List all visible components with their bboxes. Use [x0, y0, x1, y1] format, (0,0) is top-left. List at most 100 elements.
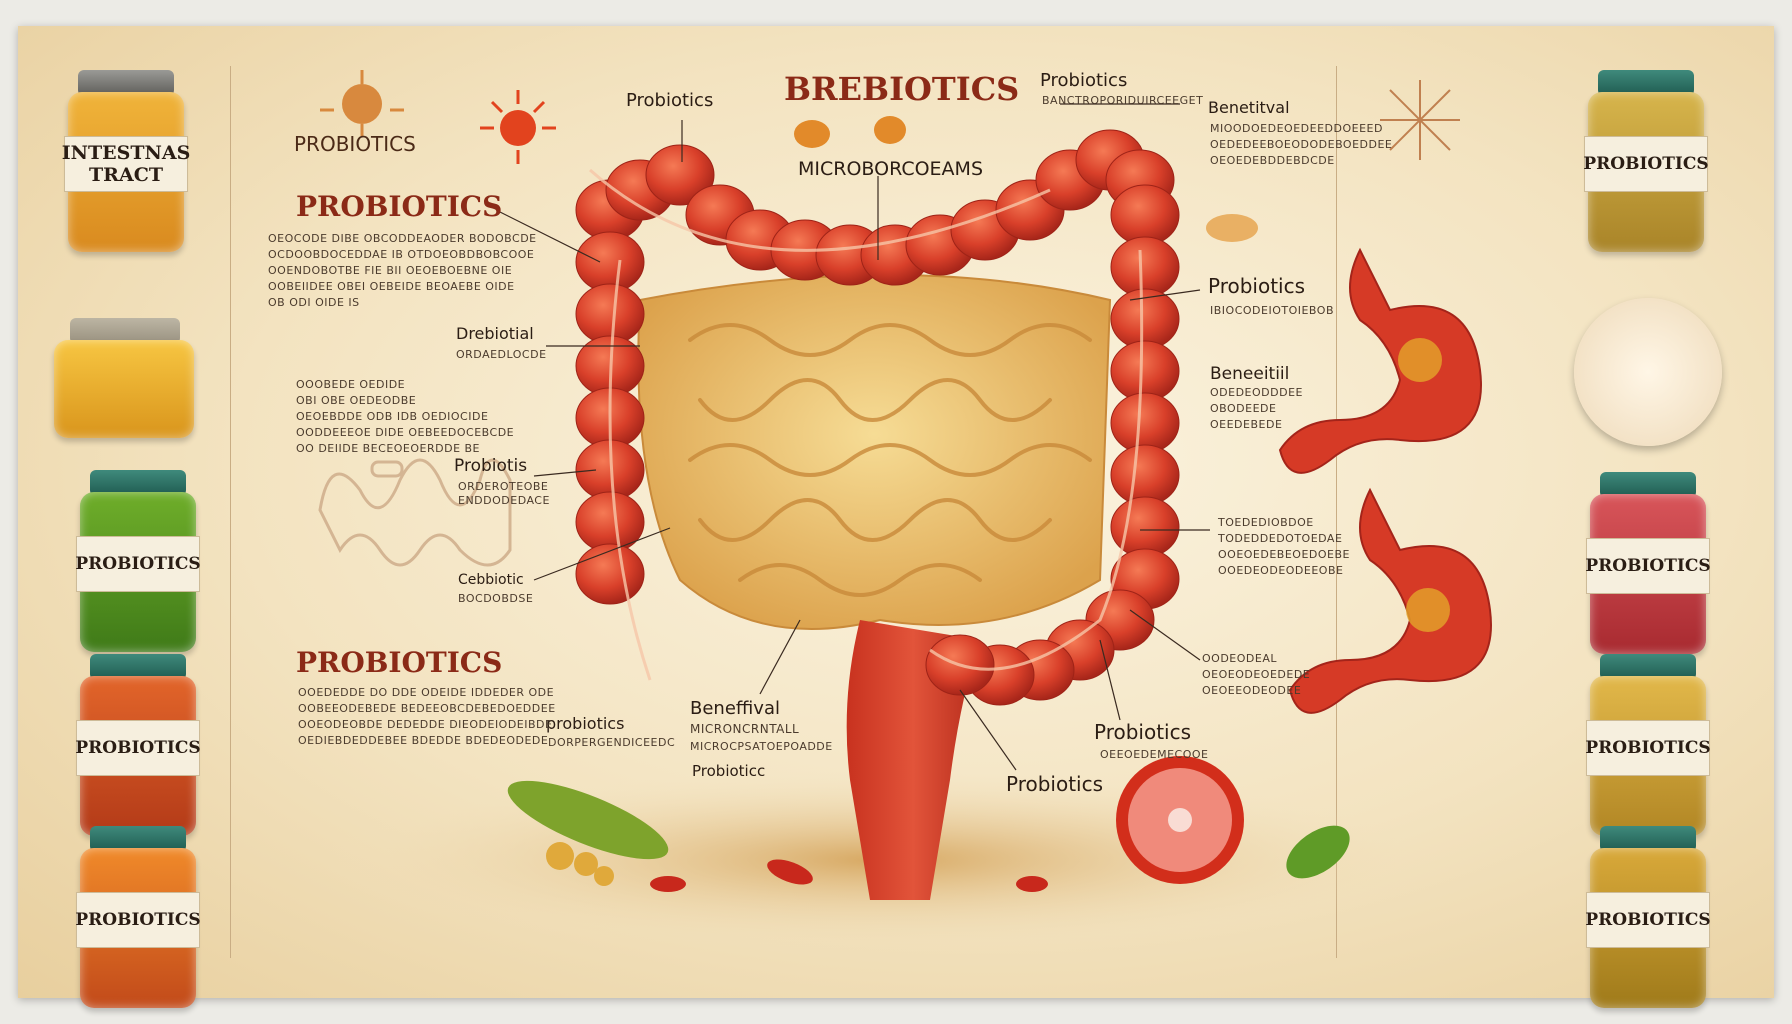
- jar-probiotics-gold: PROBIOTICS: [1585, 826, 1711, 1012]
- bacteria-icon-top-left: [320, 70, 404, 136]
- caption-line: OOBEIIDEE OBEI OEBEIDE BEOAEBE OIDE: [268, 280, 515, 293]
- colon-segment: [1110, 444, 1180, 506]
- jar-label: PROBIOTICS: [1585, 538, 1711, 594]
- jar-label: PROBIOTICS: [75, 720, 201, 776]
- label-sub-top-right: BANCTROPORIDUIRCEEGET: [1042, 94, 1204, 107]
- label-probiotics-right: Probiotics: [1208, 274, 1306, 298]
- caption-line: OOEDEDDE DO DDE ODEIDE IDDEDER ODE: [298, 686, 555, 699]
- caption-line: OBI OBE OEDEODBE: [296, 394, 417, 407]
- caption-line: TODEDDEDOTOEDAE: [1218, 532, 1343, 545]
- page-title: BREBIOTICS: [784, 70, 1020, 108]
- label-beneficial-2: Beneeitiil: [1210, 364, 1290, 384]
- label-microbial-sub: MICROCPSATOEPOADDE: [690, 740, 833, 753]
- caption-line: OOEOEDEBEOEDOEBE: [1218, 548, 1350, 561]
- caption-line: OB ODI OIDE IS: [268, 296, 360, 309]
- label-probiotis-sub2: ENDDODEDACE: [458, 494, 550, 507]
- caption-line: OOEDEODEODEEOBE: [1218, 564, 1344, 577]
- caption-line: ODEDEODDDEE: [1210, 386, 1303, 399]
- jar-open-glass: [50, 318, 200, 438]
- chili-pieces: [650, 859, 1048, 892]
- jar-label: PROBIOTICS: [75, 892, 201, 948]
- microbe-blob: [1206, 214, 1258, 242]
- bacteria-icon-red: [480, 90, 556, 164]
- heading-probiotics-2: PROBIOTICS: [296, 646, 503, 679]
- colon-segment: [1110, 392, 1180, 454]
- label-cebbiotic-sub: BOCDOBDSE: [458, 592, 534, 605]
- colon-segment: [575, 231, 645, 293]
- jar-label: PROBIOTICS: [75, 536, 201, 592]
- caption-line: OEDEDEEBOEODODEBOEDDEE: [1210, 138, 1393, 151]
- heading-small-probiotics: PROBIOTICS: [294, 132, 416, 156]
- caption-line: OO DEIIDE BECEOEOERDDE BE: [296, 442, 481, 455]
- label-probiotics-top-left: Probiotics: [626, 90, 714, 111]
- jar-label: INTESTNAS TRACT: [62, 136, 190, 192]
- label-beneficial-1: Benetitval: [1208, 98, 1290, 117]
- caption-line: OCDOOBDOCEDDAE IB OTDOEOBDBOBCOOE: [268, 248, 535, 261]
- caption-line: OOBEEODEBEDE BEDEEOBCDEBEDOEDDEE: [298, 702, 556, 715]
- jar-label: PROBIOTICS: [1583, 136, 1709, 192]
- jar-label: PROBIOTICS: [1585, 892, 1711, 948]
- colon-segment: [575, 543, 645, 605]
- label-probiotics-bottom-1-sub: DORPERGENDICEEDC: [548, 736, 676, 749]
- jar-probiotics-green: PROBIOTICS: [75, 470, 201, 656]
- colon-segment: [1110, 184, 1180, 246]
- intestine-coils: [688, 323, 1092, 597]
- jar-label: PROBIOTICS: [1585, 720, 1711, 776]
- caption-line: MIOODOEDEOEDEEDDOEEED: [1210, 122, 1383, 135]
- label-probiotics-bottom-right-sub: OEEOEDEMECOOE: [1100, 748, 1209, 761]
- label-probiotics-top-right: Probiotics: [1040, 70, 1128, 91]
- leader-lines: [499, 103, 1210, 771]
- jar-probiotics-red: PROBIOTICS: [75, 654, 201, 840]
- label-probiotis-sub: ORDEROTEOBE: [458, 480, 549, 493]
- caption-line: OOENDOBOTBE FIE BII OEOEBOEBNE OIE: [268, 264, 513, 277]
- label-microbial: MICRONCRNTALL: [690, 722, 800, 736]
- caption-line: OEOEODEOEDEDE: [1202, 668, 1311, 681]
- colon-segment: [1110, 340, 1180, 402]
- colon-segment: [575, 283, 645, 345]
- grapefruit: [1116, 756, 1244, 884]
- colon-segment: [575, 491, 645, 553]
- cucumber-left: [507, 780, 669, 860]
- bowl-orange-slices: [1574, 298, 1722, 446]
- cucumber-right: [1286, 825, 1350, 879]
- label-beneficial-3: Beneffival: [690, 698, 780, 719]
- label-probiotics-bottom-right: Probiotics: [1094, 720, 1192, 744]
- label-probiotics-bottom-1: probiotics: [546, 714, 625, 733]
- left-divider: [230, 66, 231, 958]
- caption-line: OEOEDEBDDEBDCDE: [1210, 154, 1335, 167]
- caption-line: OEEDEBEDE: [1210, 418, 1283, 431]
- label-prebiotial-sub: ORDAEDLOCDE: [456, 348, 547, 361]
- label-probiotic-small: Probioticc: [692, 762, 766, 780]
- caption-line: OEOEBDDE ODB IDB OEDIOCIDE: [296, 410, 489, 423]
- label-prebiotial: Drebiotial: [456, 324, 534, 343]
- stomach-top: [1278, 247, 1482, 474]
- snowflake-microbe-icon: [1380, 80, 1460, 160]
- intestine-sketch: [318, 458, 512, 567]
- caption-line: OODDEEEOE DIDE OEBEEDOCEBCDE: [296, 426, 515, 439]
- jar-probiotics-yellow: PROBIOTICS: [1585, 654, 1711, 840]
- caption-line: OEOEEODEODEE: [1202, 684, 1302, 697]
- caption-line: OOOBEDE OEDIDE: [296, 378, 406, 391]
- caption-line: OBODEEDE: [1210, 402, 1277, 415]
- label-cebbiotic: Cebbiotic: [458, 572, 524, 588]
- stomach-bottom: [1288, 487, 1492, 714]
- colon-segment: [645, 144, 715, 206]
- right-divider: [1336, 66, 1337, 958]
- caption-line: OEDIEBDEDDEBEE BDEDDE BDEDEODEDE: [298, 734, 549, 747]
- colon-segment: [1110, 236, 1180, 298]
- caption-line: OODEODEAL: [1202, 652, 1277, 665]
- jar-probiotics-orange: PROBIOTICS: [75, 826, 201, 1012]
- jar-probiotics-spice: PROBIOTICS: [1583, 70, 1709, 256]
- microbe-blob: [794, 120, 830, 148]
- jar-intestinal-tract: INTESTNAS TRACT: [62, 70, 190, 256]
- caption-line: TOEDEDIOBDOE: [1218, 516, 1314, 529]
- heading-probiotics-1: PROBIOTICS: [296, 190, 503, 223]
- label-probiotics-right-sub: IBIOCODEIOTOIEBOB: [1210, 304, 1334, 317]
- walnut-pieces: [546, 842, 614, 886]
- caption-line: OEOCODE DIBE OBCODDEAODER BODOBCDE: [268, 232, 537, 245]
- caption-line: OOEODEOBDE DEDEDDE DIEODEIODEIBDE: [298, 718, 553, 731]
- label-microbes: MICROBORCOEAMS: [798, 158, 984, 180]
- jar-probiotics-redspice: PROBIOTICS: [1585, 472, 1711, 658]
- microbe-blob: [874, 116, 906, 144]
